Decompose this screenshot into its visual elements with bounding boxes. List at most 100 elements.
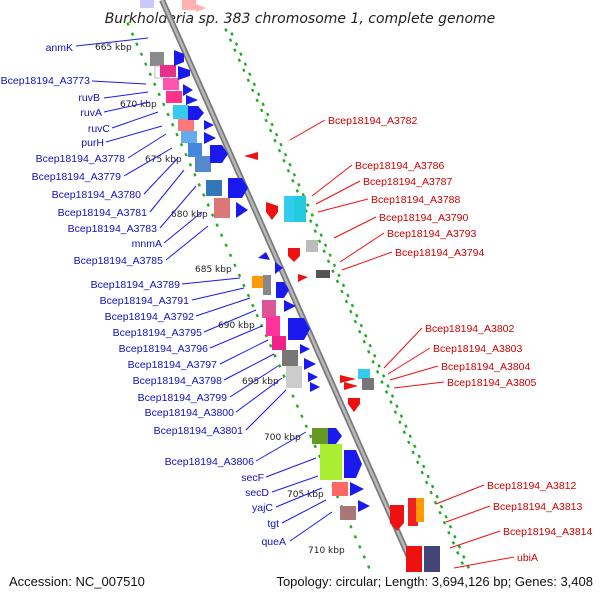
gene-block[interactable] bbox=[150, 52, 164, 66]
gene-arrow[interactable] bbox=[328, 428, 342, 444]
gene-arrow[interactable] bbox=[390, 505, 404, 531]
gene-block[interactable] bbox=[332, 482, 348, 496]
gene-label[interactable]: Bcep18194_A3783 bbox=[68, 223, 157, 235]
gene-block[interactable] bbox=[294, 196, 306, 222]
gene-label[interactable]: Bcep18194_A3813 bbox=[493, 501, 582, 513]
gene-block[interactable] bbox=[286, 366, 302, 388]
gene-block[interactable] bbox=[320, 444, 342, 480]
gene-arrow[interactable] bbox=[300, 344, 310, 354]
gene-arrow[interactable] bbox=[244, 152, 258, 160]
gene-label[interactable]: mnmA bbox=[132, 238, 162, 250]
gene-arrow[interactable] bbox=[210, 145, 228, 163]
gene-block[interactable] bbox=[182, 0, 196, 10]
gene-label[interactable]: Bcep18194_A3812 bbox=[487, 480, 576, 492]
gene-block[interactable] bbox=[312, 428, 328, 444]
gene-block[interactable] bbox=[424, 546, 440, 576]
gene-label[interactable]: Bcep18194_A3795 bbox=[113, 327, 202, 339]
gene-block[interactable] bbox=[340, 506, 356, 520]
gene-label[interactable]: Bcep18194_A3805 bbox=[447, 377, 536, 389]
gene-arrow[interactable] bbox=[276, 282, 289, 298]
gene-block[interactable] bbox=[178, 119, 194, 131]
gene-label[interactable]: Bcep18194_A3787 bbox=[363, 176, 452, 188]
gene-label[interactable]: Bcep18194_A3786 bbox=[355, 160, 444, 172]
gene-block[interactable] bbox=[284, 196, 296, 222]
gene-label[interactable]: Bcep18194_A3798 bbox=[133, 375, 222, 387]
gene-block[interactable] bbox=[206, 180, 222, 196]
gene-block[interactable] bbox=[188, 143, 202, 157]
gene-arrow[interactable] bbox=[236, 202, 248, 218]
gene-block[interactable] bbox=[252, 276, 264, 288]
gene-arrow[interactable] bbox=[344, 382, 358, 390]
gene-arrow[interactable] bbox=[183, 84, 193, 96]
gene-arrow[interactable] bbox=[204, 132, 216, 144]
gene-arrow[interactable] bbox=[284, 300, 296, 312]
gene-block[interactable] bbox=[316, 270, 330, 278]
gene-label[interactable]: Bcep18194_A3790 bbox=[379, 212, 468, 224]
gene-block[interactable] bbox=[416, 498, 424, 522]
gene-label[interactable]: Bcep18194_A3800 bbox=[145, 407, 234, 419]
gene-label[interactable]: Bcep18194_A3806 bbox=[165, 456, 254, 468]
gene-block[interactable] bbox=[362, 378, 374, 390]
gene-arrow[interactable] bbox=[298, 274, 308, 282]
gene-block[interactable] bbox=[195, 156, 211, 172]
gene-label[interactable]: Bcep18194_A3773 bbox=[1, 75, 90, 87]
gene-arrow[interactable] bbox=[204, 120, 214, 130]
gene-arrow[interactable] bbox=[288, 248, 300, 262]
gene-label[interactable]: Bcep18194_A3802 bbox=[425, 323, 514, 335]
gene-label[interactable]: Bcep18194_A3782 bbox=[328, 115, 417, 127]
gene-label[interactable]: Bcep18194_A3804 bbox=[441, 361, 530, 373]
gene-label[interactable]: ruvB bbox=[78, 92, 100, 104]
gene-label[interactable]: Bcep18194_A3785 bbox=[74, 255, 163, 267]
gene-block[interactable] bbox=[140, 0, 154, 8]
gene-label[interactable]: Bcep18194_A3799 bbox=[138, 392, 227, 404]
gene-label[interactable]: Bcep18194_A3801 bbox=[154, 425, 243, 437]
gene-arrow[interactable] bbox=[258, 252, 270, 260]
gene-label[interactable]: ruvA bbox=[80, 107, 102, 119]
gene-label[interactable]: Bcep18194_A3793 bbox=[387, 228, 476, 240]
gene-arrow[interactable] bbox=[340, 375, 356, 383]
gene-block[interactable] bbox=[166, 91, 182, 103]
gene-label[interactable]: queA bbox=[261, 536, 286, 548]
gene-arrow[interactable] bbox=[308, 372, 318, 382]
gene-label[interactable]: purH bbox=[81, 137, 104, 149]
gene-block[interactable] bbox=[266, 316, 280, 336]
gene-label[interactable]: Bcep18194_A3803 bbox=[433, 343, 522, 355]
gene-label[interactable]: Bcep18194_A3789 bbox=[91, 279, 180, 291]
gene-label[interactable]: Bcep18194_A3781 bbox=[58, 207, 147, 219]
gene-arrow[interactable] bbox=[266, 202, 278, 220]
gene-arrow[interactable] bbox=[178, 66, 190, 80]
gene-block[interactable] bbox=[263, 275, 271, 295]
gene-arrow[interactable] bbox=[275, 262, 283, 274]
gene-arrow[interactable] bbox=[186, 95, 198, 105]
gene-block[interactable] bbox=[282, 350, 298, 366]
gene-block[interactable] bbox=[406, 546, 422, 576]
gene-label[interactable]: Bcep18194_A3792 bbox=[105, 311, 194, 323]
gene-label[interactable]: secD bbox=[245, 487, 269, 499]
gene-arrow[interactable] bbox=[350, 482, 364, 496]
gene-label[interactable]: secF bbox=[241, 472, 264, 484]
gene-label[interactable]: Bcep18194_A3791 bbox=[100, 295, 189, 307]
gene-arrow[interactable] bbox=[348, 398, 360, 412]
gene-label[interactable]: Bcep18194_A3796 bbox=[119, 343, 208, 355]
gene-arrow[interactable] bbox=[358, 500, 370, 512]
gene-label[interactable]: Bcep18194_A3814 bbox=[503, 526, 592, 538]
gene-label[interactable]: Bcep18194_A3788 bbox=[371, 194, 460, 206]
gene-label[interactable]: anmK bbox=[46, 42, 73, 54]
gene-label[interactable]: ruvC bbox=[88, 123, 111, 135]
gene-arrow[interactable] bbox=[344, 450, 362, 478]
gene-block[interactable] bbox=[272, 336, 286, 350]
gene-label[interactable]: Bcep18194_A3778 bbox=[36, 153, 125, 165]
gene-label[interactable]: ubiA bbox=[517, 552, 538, 564]
gene-arrow[interactable] bbox=[310, 382, 320, 392]
gene-label[interactable]: Bcep18194_A3780 bbox=[52, 189, 141, 201]
gene-block[interactable] bbox=[181, 131, 197, 143]
gene-block[interactable] bbox=[163, 78, 179, 90]
gene-arrow[interactable] bbox=[288, 318, 310, 340]
gene-block[interactable] bbox=[408, 498, 418, 526]
gene-label[interactable]: Bcep18194_A3779 bbox=[32, 171, 121, 183]
gene-arrow[interactable] bbox=[228, 178, 248, 198]
gene-arrow[interactable] bbox=[196, 4, 206, 12]
gene-arrow[interactable] bbox=[188, 106, 204, 120]
gene-label[interactable]: Bcep18194_A3794 bbox=[395, 247, 484, 259]
gene-arrow[interactable] bbox=[304, 358, 316, 370]
